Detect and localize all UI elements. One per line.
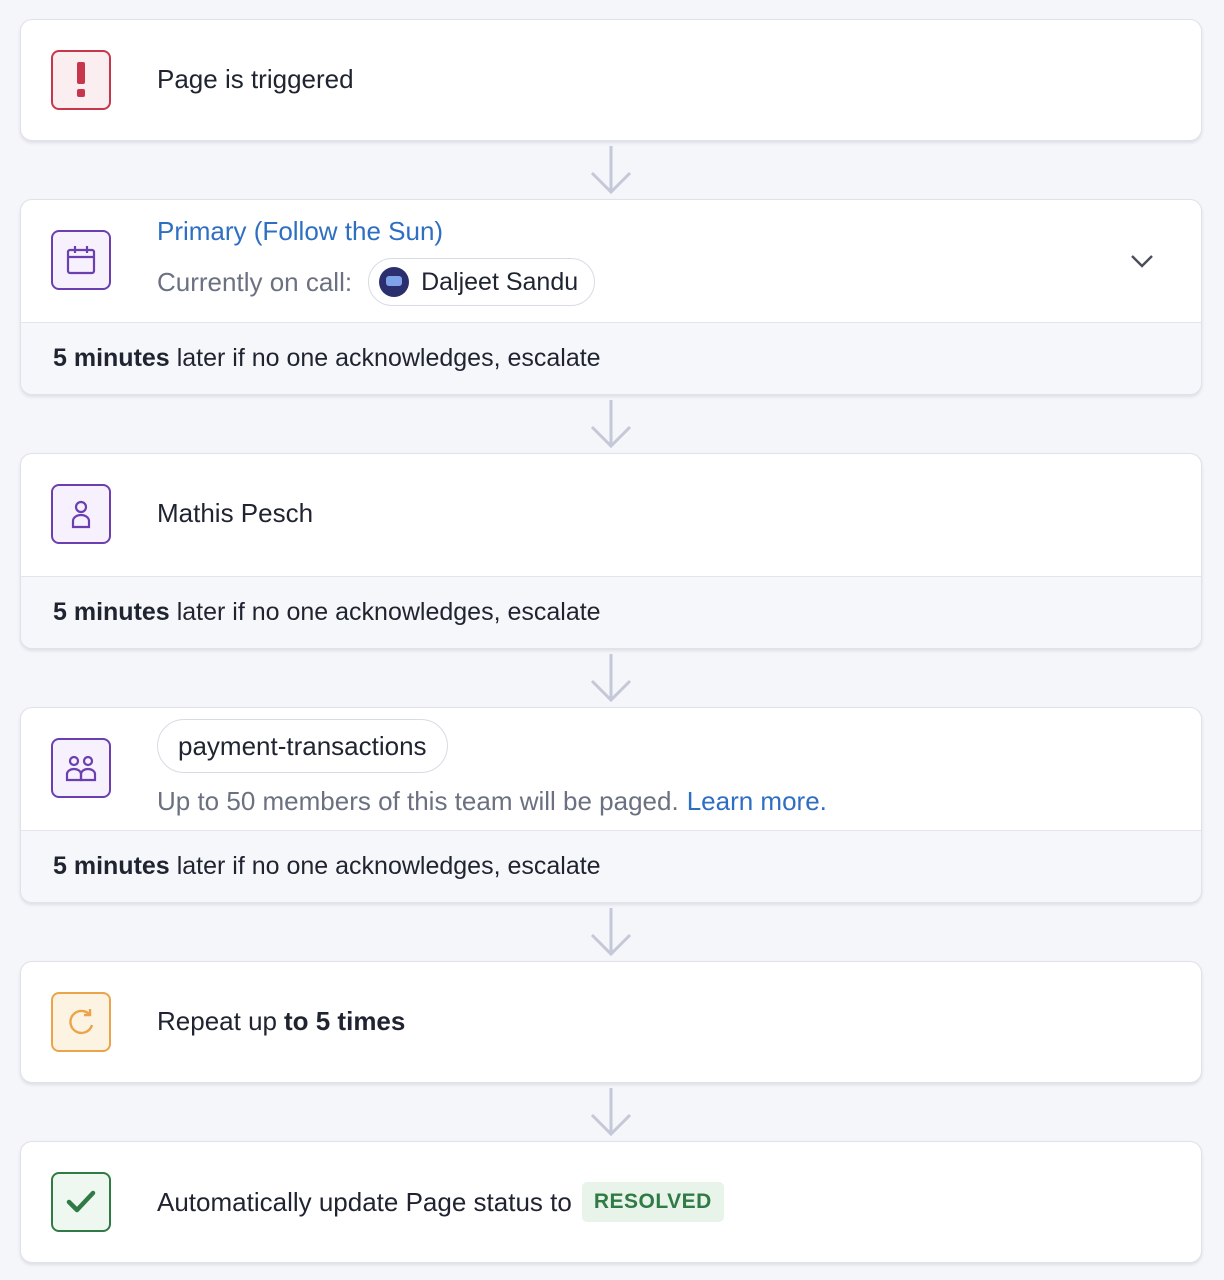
user-step-card: Mathis Pesch 5 minutes later if no one a… <box>20 453 1202 649</box>
delay-text: later if no one acknowledges, escalate <box>176 598 601 626</box>
repeat-count: to 5 times <box>283 1006 406 1036</box>
arrow-down-icon <box>590 908 632 957</box>
oncall-row: Currently on call: Daljeet Sandu <box>157 258 596 306</box>
team-name-pill[interactable]: payment-transactions <box>157 719 448 773</box>
team-description-text: Up to 50 members of this team will be pa… <box>157 786 679 816</box>
trigger-step-card: Page is triggered <box>20 19 1202 141</box>
learn-more-link[interactable]: Learn more. <box>686 786 827 816</box>
resolve-step-card: Automatically update Page status to RESO… <box>20 1141 1202 1263</box>
delay-text: later if no one acknowledges, escalate <box>176 344 601 372</box>
schedule-step-card: Primary (Follow the Sun) Currently on ca… <box>20 199 1202 395</box>
check-icon <box>51 1172 111 1232</box>
delay-text: later if no one acknowledges, escalate <box>176 852 601 880</box>
oncall-label: Currently on call: <box>157 266 353 297</box>
user-name: Mathis Pesch <box>157 498 314 528</box>
repeat-icon <box>51 992 111 1052</box>
repeat-label: Repeat up to 5 times <box>157 1006 405 1037</box>
arrow-down-icon <box>590 654 632 703</box>
resolve-label: Automatically update Page status to <box>157 1186 572 1217</box>
escalation-delay: 5 minutes later if no one acknowledges, … <box>21 322 1201 394</box>
oncall-user-pill[interactable]: Daljeet Sandu <box>368 258 596 306</box>
calendar-icon <box>51 230 111 290</box>
team-icon <box>51 738 111 798</box>
arrow-down-icon <box>590 1088 632 1137</box>
oncall-user-name: Daljeet Sandu <box>421 267 579 296</box>
resolve-row: Automatically update Page status to RESO… <box>157 1182 724 1222</box>
delay-duration: 5 minutes <box>53 344 170 372</box>
team-description: Up to 50 members of this team will be pa… <box>157 786 827 817</box>
escalation-delay: 5 minutes later if no one acknowledges, … <box>21 576 1201 648</box>
avatar <box>379 267 410 297</box>
trigger-label: Page is triggered <box>157 64 354 94</box>
status-badge: RESOLVED <box>581 1182 724 1222</box>
team-pill-row: payment-transactions <box>157 719 448 773</box>
repeat-step-card: Repeat up to 5 times <box>20 961 1202 1083</box>
team-step-card: payment-transactions Up to 50 members of… <box>20 707 1202 903</box>
arrow-down-icon <box>590 146 632 195</box>
user-icon <box>51 484 111 544</box>
chevron-down-icon[interactable] <box>1129 252 1155 270</box>
arrow-down-icon <box>590 400 632 449</box>
repeat-prefix: Repeat up <box>157 1006 277 1036</box>
escalation-delay: 5 minutes later if no one acknowledges, … <box>21 830 1201 902</box>
exclamation-icon <box>51 50 111 110</box>
schedule-name-link[interactable]: Primary (Follow the Sun) <box>157 216 444 246</box>
delay-duration: 5 minutes <box>53 852 170 880</box>
delay-duration: 5 minutes <box>53 598 170 626</box>
